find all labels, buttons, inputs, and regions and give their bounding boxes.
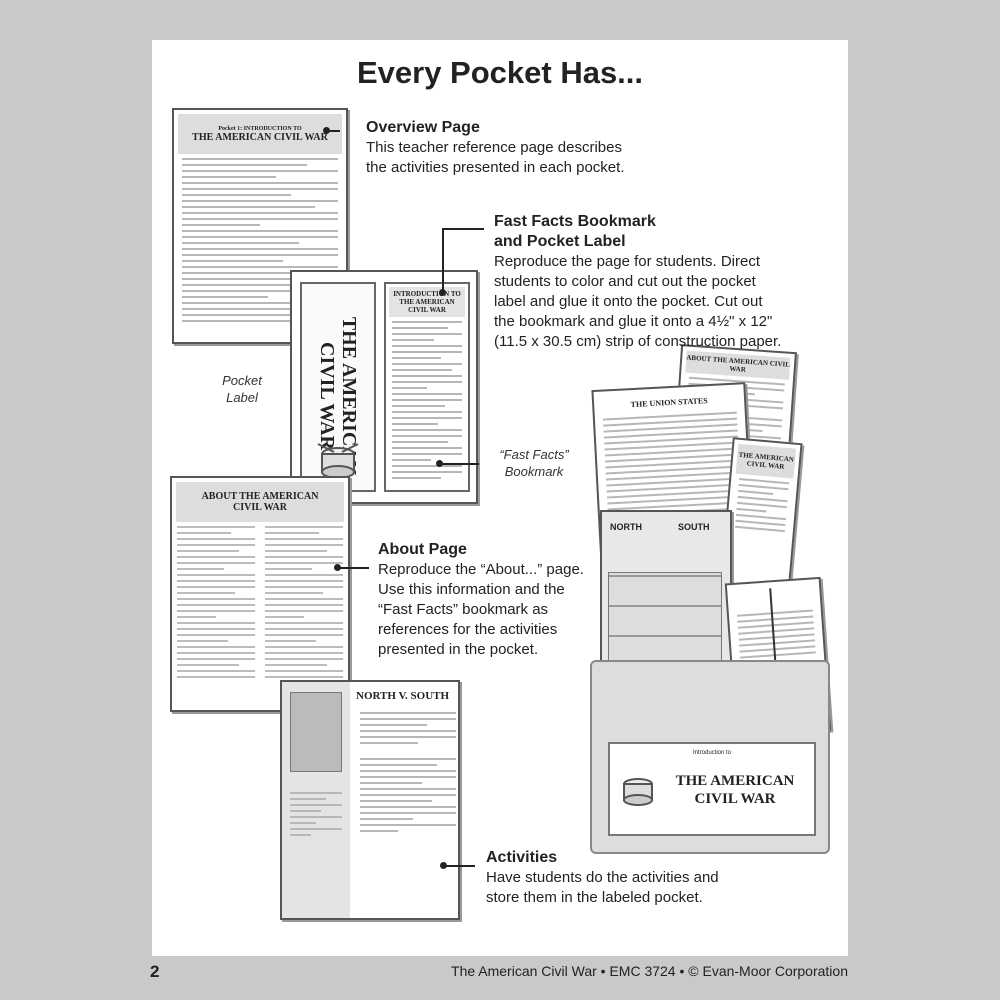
activities-callout-line-1: Have students do the activities and bbox=[486, 869, 719, 886]
pocket-label-caption-line-1: Pocket bbox=[222, 373, 262, 388]
pocket-big-label-text: THE AMERICAN CIVIL WAR bbox=[675, 773, 795, 807]
bookmark-connector-line bbox=[439, 463, 479, 465]
pocket-label-caption: Pocket Label bbox=[214, 372, 270, 406]
overview-thumbnail-header: Pocket 1: INTRODUCTION TO THE AMERICAN C… bbox=[178, 114, 342, 154]
pocket-big-label: Introduction to THE AMERICAN CIVIL WAR bbox=[608, 742, 816, 836]
about-callout-line-3: “Fast Facts” bookmark as bbox=[378, 601, 549, 618]
collage-union-states-title: THE UNION STATES bbox=[630, 396, 708, 410]
overview-thumbnail-pretitle: Pocket 1: INTRODUCTION TO bbox=[218, 125, 302, 132]
collage-about-header: ABOUT THE AMERICAN CIVIL WAR bbox=[685, 350, 791, 380]
page-number: 2 bbox=[150, 962, 160, 981]
activity-thumbnail-materials bbox=[290, 792, 342, 836]
fast-facts-bookmark-caption-line-2: Bookmark bbox=[504, 464, 564, 479]
pocket-collage: ABOUT THE AMERICAN CIVIL WAR THE UNION S… bbox=[590, 340, 840, 900]
overview-thumbnail-text bbox=[182, 158, 338, 322]
collage-north-label: NORTH bbox=[610, 522, 642, 532]
overview-callout: Overview Page This teacher reference pag… bbox=[366, 118, 666, 178]
pocket-label-bookmark-thumbnail: THE AMERICAN CIVIL WAR INTRODUCTION TO T… bbox=[290, 270, 478, 504]
about-callout-title: About Page bbox=[378, 541, 467, 558]
activities-callout: Activities Have students do the activiti… bbox=[486, 848, 766, 908]
fast-facts-bookmark-caption-line-1: “Fast Facts” bbox=[499, 447, 569, 462]
activity-page-thumbnail: NORTH V. SOUTH bbox=[280, 680, 460, 920]
collage-south-label: SOUTH bbox=[678, 522, 710, 532]
activities-callout-line-2: store them in the labeled pocket. bbox=[486, 889, 703, 906]
overview-callout-line-1: This teacher reference page describes bbox=[366, 139, 622, 156]
activity-thumbnail-text bbox=[360, 712, 456, 836]
fast-facts-callout-title-1: Fast Facts Bookmark bbox=[494, 213, 656, 230]
about-thumbnail-header: ABOUT THE AMERICAN CIVIL WAR bbox=[176, 482, 344, 522]
fast-facts-connector-horizontal bbox=[442, 228, 484, 230]
fast-facts-connector-vertical bbox=[442, 228, 444, 292]
activities-connector-line bbox=[443, 865, 475, 867]
collage-pocket: Introduction to THE AMERICAN CIVIL WAR bbox=[590, 660, 830, 854]
about-callout-line-1: Reproduce the “About...” page. bbox=[378, 561, 584, 578]
about-connector-line bbox=[337, 567, 369, 569]
collage-bookmark-header: THE AMERICAN CIVIL WAR bbox=[735, 443, 797, 479]
about-page-thumbnail: ABOUT THE AMERICAN CIVIL WAR bbox=[170, 476, 350, 712]
fast-facts-callout-line-5: (11.5 x 30.5 cm) strip of construction p… bbox=[494, 333, 782, 350]
about-callout-line-5: presented in the pocket. bbox=[378, 641, 539, 658]
bookmark-strip-text bbox=[392, 321, 462, 479]
pocket-drum-icon bbox=[623, 778, 653, 806]
fast-facts-callout-line-1: Reproduce the page for students. Direct bbox=[494, 253, 760, 270]
overview-thumbnail-title: THE AMERICAN CIVIL WAR bbox=[192, 131, 328, 143]
drum-icon bbox=[317, 443, 359, 479]
fast-facts-bookmark-caption: “Fast Facts” Bookmark bbox=[486, 446, 582, 480]
about-thumbnail-title: ABOUT THE AMERICAN CIVIL WAR bbox=[201, 491, 319, 513]
pocket-label-caption-line-2: Label bbox=[226, 390, 258, 405]
activity-thumbnail-title: NORTH V. SOUTH bbox=[356, 690, 450, 702]
pocket-label-strip: THE AMERICAN CIVIL WAR bbox=[300, 282, 376, 492]
page-credit: The American Civil War • EMC 3724 • © Ev… bbox=[451, 963, 848, 979]
activities-callout-title: Activities bbox=[486, 849, 558, 866]
overview-page-thumbnail: Pocket 1: INTRODUCTION TO THE AMERICAN C… bbox=[172, 108, 348, 344]
activity-thumbnail-cards bbox=[290, 692, 342, 772]
fast-facts-connector-dot bbox=[439, 289, 446, 296]
fast-facts-callout-title-2: and Pocket Label bbox=[494, 233, 626, 250]
activity-thumbnail-sidebar bbox=[282, 682, 350, 918]
page-title: Every Pocket Has... bbox=[356, 55, 644, 90]
bookmark-strip-title: INTRODUCTION TO THE AMERICAN CIVIL WAR bbox=[389, 287, 465, 317]
about-callout: About Page Reproduce the “About...” page… bbox=[378, 540, 608, 660]
pocket-intro-text: Introduction to bbox=[692, 750, 732, 756]
about-callout-line-2: Use this information and the bbox=[378, 581, 565, 598]
fast-facts-callout-line-3: label and glue it onto the pocket. Cut o… bbox=[494, 293, 763, 310]
fast-facts-callout-line-2: students to color and cut out the pocket bbox=[494, 273, 756, 290]
overview-callout-title: Overview Page bbox=[366, 119, 480, 136]
bookmark-strip: INTRODUCTION TO THE AMERICAN CIVIL WAR bbox=[384, 282, 470, 492]
fast-facts-callout: Fast Facts Bookmark and Pocket Label Rep… bbox=[494, 212, 814, 352]
overview-callout-line-2: the activities presented in each pocket. bbox=[366, 159, 625, 176]
fast-facts-callout-line-4: the bookmark and glue it onto a 4½" x 12… bbox=[494, 313, 773, 330]
overview-connector-line bbox=[326, 130, 340, 132]
about-callout-line-4: references for the activities bbox=[378, 621, 558, 638]
